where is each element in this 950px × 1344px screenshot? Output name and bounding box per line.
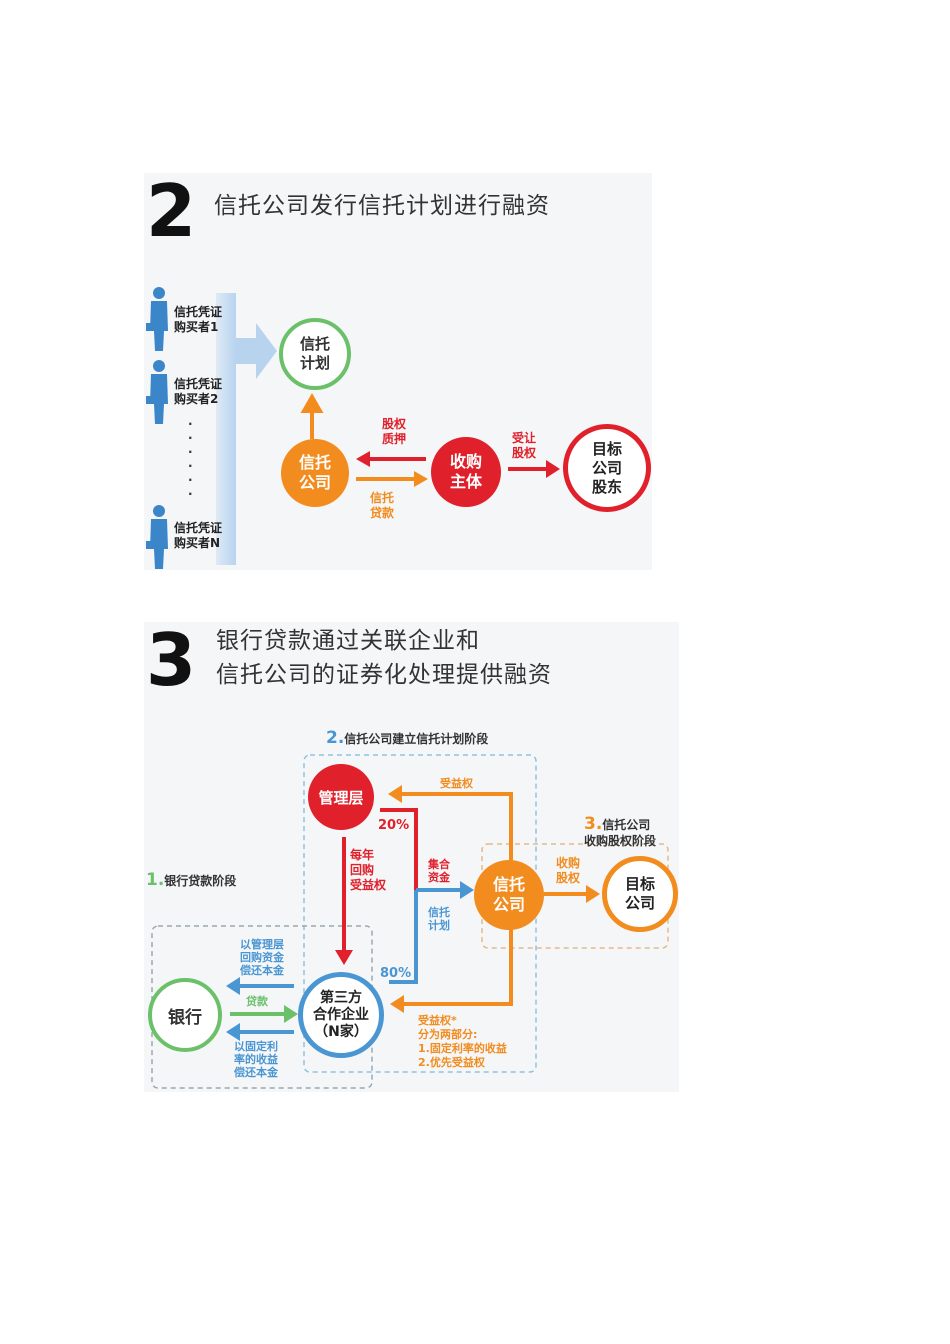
stage-2-number: 2. [326,728,345,748]
panel-3-number: 3 [146,622,197,702]
edge-label-annual-repurchase: 每年 回购 受益权 [350,848,387,892]
node-target-shareholders: 目标 公司 股东 [563,424,651,512]
pledge-arrow-head [356,451,370,467]
edge-label-loan: 贷款 [246,995,268,1008]
node-third-party: 第三方 合作企业 （N家） [298,972,384,1058]
beneficiary-top-arrow [400,792,513,868]
edge-label-repay-fixed: 以固定利 率的收益 偿还本金 [234,1040,278,1079]
panel-2-connectors [146,287,560,569]
repay-mgmt-arrow-head [226,977,240,995]
panel-2-title: 信托公司发行信托计划进行融资 [214,193,550,219]
node-target-company: 目标 公司 [602,856,678,932]
panel-3-connectors [151,754,669,1089]
stage-1-number: 1. [146,870,165,890]
stage-2-label: 2.信托公司建立信托计划阶段 [326,728,488,748]
node-trust-company-p3: 信托 公司 [474,860,544,930]
acquire-arrow-head [586,885,600,903]
thirdparty-80pct-line [389,890,418,984]
loan-arrow-head-p3 [284,1005,298,1023]
edge-label-beneficiary-top: 受益权 [440,777,473,790]
panel-2-number: 2 [146,173,196,253]
person-icon-1 [146,287,168,351]
buyer-label-n: 信托凭证 购买者N [174,521,223,550]
edge-label-trust-plan: 信托 计划 [428,906,450,932]
buyer-label-2: 信托凭证 购买者2 [174,377,223,406]
stage-3-label: 3.信托公司 收购股权阶段 [584,800,656,849]
node-management: 管理层 [308,764,374,830]
stage-1-text: 银行贷款阶段 [164,874,237,888]
person-icon-2 [146,360,168,424]
buyer-label-1: 信托凭证 购买者1 [174,305,223,334]
edge-label-beneficiary-note: 受益权* 分为两部分: 1.固定利率的收益 2.优先受益权 [418,1014,507,1069]
edge-label-transfer-equity: 受让 股权 [512,431,537,460]
node-bank: 银行 [148,978,222,1052]
buyer-ellipsis: · · · · · · [188,417,193,501]
node-trust-plan: 信托 计划 [279,318,351,390]
repay-fixed-arrow-head [226,1023,240,1041]
edge-label-equity-pledge: 股权 质押 [382,417,407,446]
person-icon-n [146,505,168,569]
edge-label-trust-loan: 信托 贷款 [370,491,395,520]
loan-arrow-head [414,471,428,487]
panel-3-title-line2: 信托公司的证券化处理提供融资 [216,662,552,688]
third-party-line3: （N家） [314,1023,368,1040]
buyers-to-plan-arrow [236,323,277,379]
beneficiary-bottom-line [402,922,513,1006]
stage-3-number: 3. [584,814,603,834]
repurchase-arrow-head [335,950,353,965]
buyers-bracket [216,293,236,565]
node-trust-company: 信托 公司 [281,439,349,507]
edge-label-pooled-funds: 集合 资金 [428,858,450,884]
stage-1-label: 1.银行贷款阶段 [146,870,236,890]
diagram-panel-2: 2 信托公司发行信托计划进行融资 信托凭证 购买者1 信托凭证 购买者2 · ·… [144,173,652,570]
edge-label-repay-mgmt: 以管理层 回购资金 偿还本金 [240,938,284,977]
third-party-line2: 合作企业 [313,1006,369,1023]
edge-label-acquire-equity: 收购 股权 [556,856,581,885]
third-party-line1: 第三方 [320,989,362,1006]
edge-label-20pct: 20% [378,818,410,833]
company-to-plan-arrow [300,392,324,439]
pooled-arrow-head [460,881,474,899]
diagram-panel-3: 3 银行贷款通过关联企业和 信托公司的证券化处理提供融资 2.信托公司建立信托计… [144,622,679,1092]
node-acquirer: 收购 主体 [431,437,501,507]
stage-2-text: 信托公司建立信托计划阶段 [344,732,489,746]
panel-3-title-line1: 银行贷款通过关联企业和 [216,628,480,654]
stage-3-text: 信托公司 收购股权阶段 [584,818,657,848]
transfer-arrow-head [546,460,560,478]
edge-label-80pct: 80% [380,966,412,981]
